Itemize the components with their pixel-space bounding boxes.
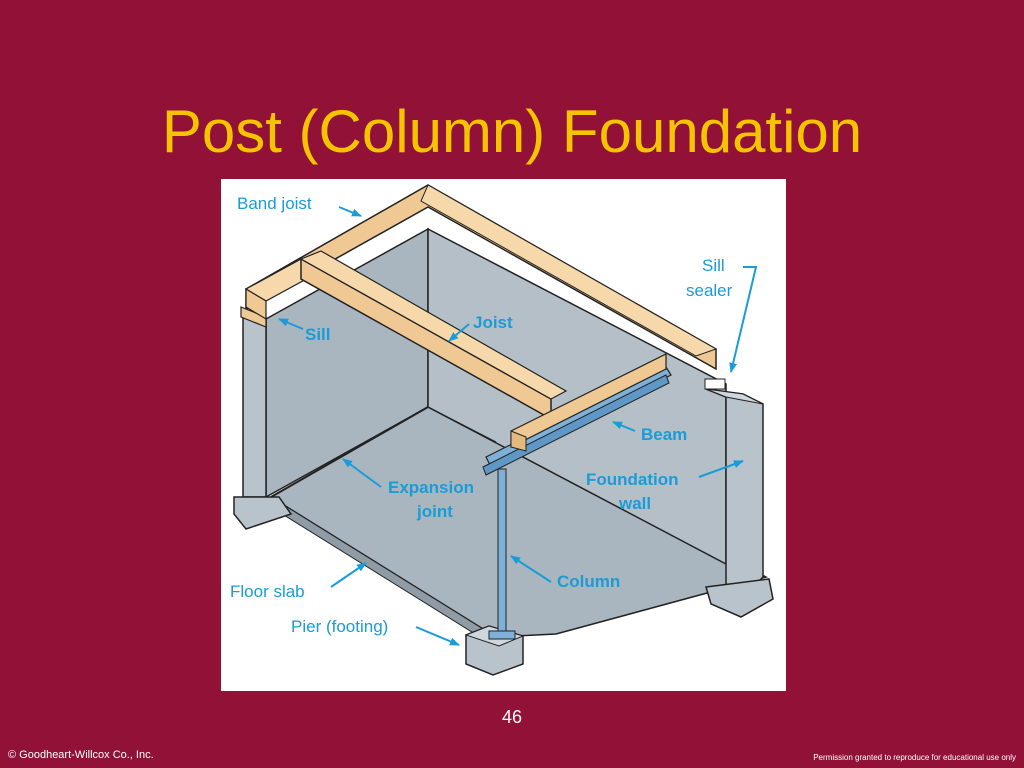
label-beam: Beam [641, 425, 687, 444]
label-sill: Sill [305, 325, 331, 344]
foundation-illustration: Band joist Sill sealer Joist Sill Beam F… [230, 184, 774, 676]
arrow-icon [330, 562, 367, 588]
arrow-icon [342, 458, 382, 488]
arrow-icon [510, 555, 552, 583]
label-foundation-wall-2: wall [618, 494, 651, 513]
label-band-joist: Band joist [237, 194, 312, 213]
column-base-plate [488, 630, 516, 640]
footing-left [233, 496, 293, 530]
joist-left-end [245, 287, 267, 321]
arrow-icon [338, 206, 362, 217]
joist-long-top [299, 250, 568, 400]
label-floor-slab: Floor slab [230, 582, 305, 601]
label-foundation-wall-1: Foundation [586, 470, 679, 489]
arrow-icon [698, 460, 744, 478]
expansion-joint-line [270, 406, 429, 498]
label-sill-sealer-1: Sill [702, 256, 725, 275]
steel-column [497, 468, 507, 638]
joist-beam-end [510, 430, 527, 452]
label-pier-footing: Pier (footing) [291, 617, 388, 636]
arrow-icon [415, 626, 460, 646]
foundation-diagram: Band joist Sill sealer Joist Sill Beam F… [221, 179, 786, 691]
slide-title: Post (Column) Foundation [161, 98, 863, 165]
label-joist: Joist [473, 313, 513, 332]
arrow-icon [448, 323, 470, 342]
copyright-notice: © Goodheart-Willcox Co., Inc. [8, 749, 154, 761]
steel-beam-web [482, 374, 670, 476]
label-sill-sealer-2: sealer [686, 281, 733, 300]
sill-sealer-strip [704, 378, 726, 390]
label-expansion-joint-1: Expansion [388, 478, 474, 497]
arrow-icon [612, 421, 636, 432]
permission-notice: Permission granted to reproduce for educ… [813, 753, 1016, 762]
label-expansion-joint-2: joint [416, 502, 453, 521]
slab-seam [427, 406, 497, 443]
label-column: Column [557, 572, 620, 591]
slide-number: 46 [501, 707, 523, 727]
foundation-wall-left [242, 316, 267, 498]
arrow-icon [729, 266, 758, 373]
arrow-icon [278, 318, 304, 330]
footing-right [705, 578, 774, 618]
band-joist-top [420, 184, 718, 357]
wall-top [705, 388, 764, 405]
